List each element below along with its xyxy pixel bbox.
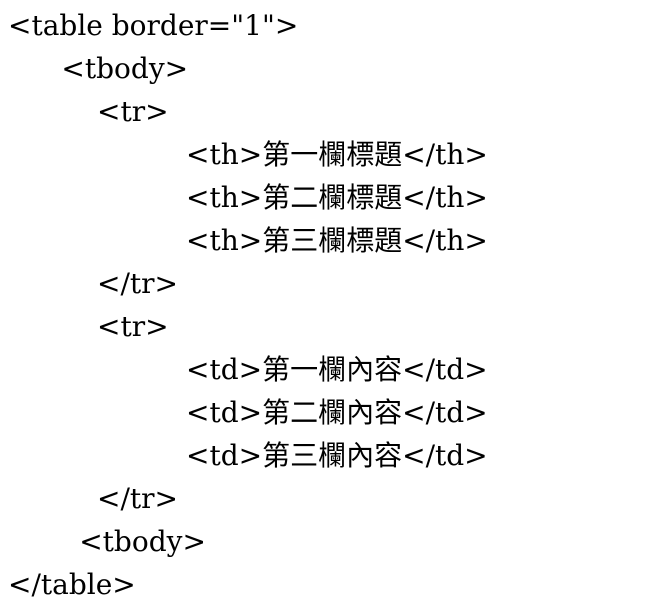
code-line: <tbody> bbox=[8, 525, 206, 558]
code-line: <td>第二欄內容</td> bbox=[8, 396, 488, 429]
code-line: <tr> bbox=[8, 310, 169, 343]
code-line: <td>第三欄內容</td> bbox=[8, 439, 488, 472]
code-line: </tr> bbox=[8, 482, 178, 515]
code-line: <th>第三欄標題</th> bbox=[8, 224, 488, 257]
code-line: <tbody> bbox=[8, 52, 189, 85]
code-line: <tr> bbox=[8, 95, 169, 128]
code-line: <td>第一欄內容</td> bbox=[8, 353, 488, 386]
code-line: <table border="1"> bbox=[8, 9, 299, 42]
code-line: </table> bbox=[8, 568, 136, 601]
code-line: <th>第二欄標題</th> bbox=[8, 181, 488, 214]
code-line: <th>第一欄標題</th> bbox=[8, 138, 488, 171]
code-line: </tr> bbox=[8, 267, 178, 300]
